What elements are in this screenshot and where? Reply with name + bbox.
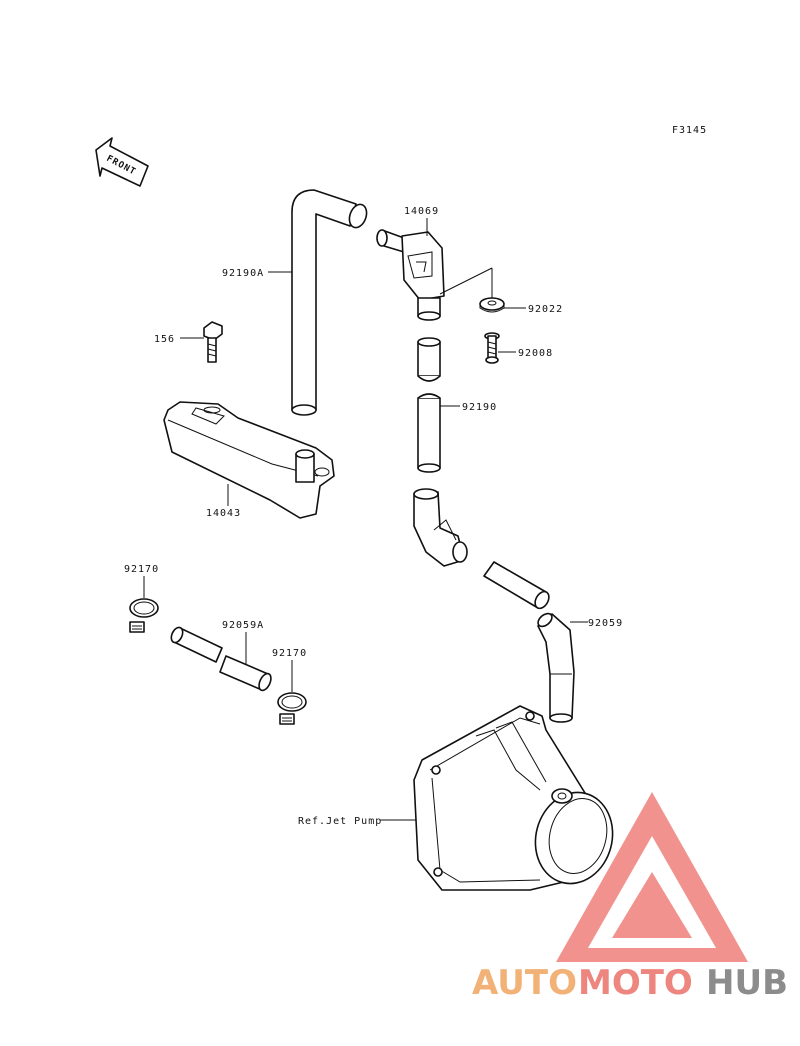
- label-156: 156: [154, 334, 175, 345]
- label-92059A: 92059A: [222, 620, 264, 631]
- label-14069: 14069: [404, 206, 439, 217]
- watermark-text-auto: AUTO: [472, 963, 577, 1003]
- clamp-92170-right: [277, 692, 307, 725]
- label-14043: 14043: [206, 508, 241, 519]
- label-92059: 92059: [588, 618, 623, 629]
- washer-92022: [479, 297, 505, 313]
- bolt-156: [203, 321, 223, 363]
- label-92170-left: 92170: [124, 564, 159, 575]
- watermark-text-moto: MOTO: [578, 963, 693, 1003]
- jet-pump: [413, 705, 614, 891]
- label-92170-right: 92170: [272, 648, 307, 659]
- screw-92008: [484, 332, 500, 364]
- label-92022: 92022: [528, 304, 563, 315]
- hose-92190A: [291, 189, 368, 416]
- figure-code: F3145: [672, 125, 707, 136]
- clamp-92170-left: [129, 598, 159, 633]
- label-92008: 92008: [518, 348, 553, 359]
- hose-92059: [537, 612, 575, 723]
- label-ref-jet-pump: Ref.Jet Pump: [298, 816, 382, 827]
- watermark-text-hub: HUB: [706, 963, 788, 1003]
- front-arrow-icon: FRONT: [95, 137, 149, 187]
- chamber-14043: [163, 401, 335, 519]
- hose-92190: [417, 337, 441, 473]
- watermark-logo: AUTO MOTO HUB: [472, 792, 788, 1003]
- label-92190A: 92190A: [222, 268, 264, 279]
- hose-segment: [483, 561, 550, 610]
- label-92190: 92190: [462, 402, 497, 413]
- fitting-14069: [376, 229, 445, 321]
- hose-92059A: [170, 626, 272, 692]
- elbow-fitting: [413, 488, 468, 567]
